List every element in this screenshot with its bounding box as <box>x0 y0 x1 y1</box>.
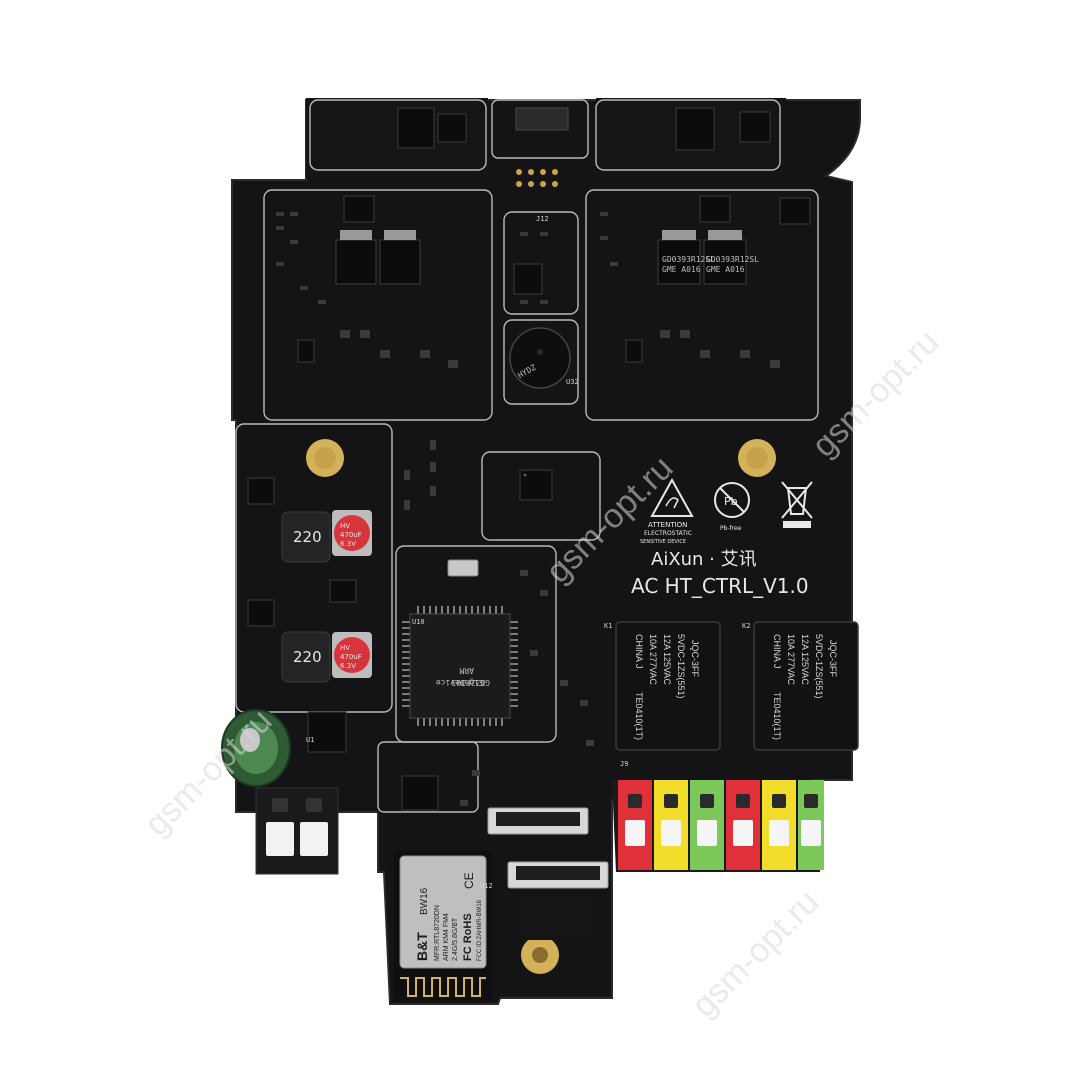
pin-header <box>516 169 558 187</box>
module-brand: B&T <box>414 932 430 961</box>
relay-rating: 12A 125VAC <box>800 634 810 685</box>
brand-line: AiXun · 艾讯 <box>651 549 757 570</box>
svg-text:U12: U12 <box>480 882 493 890</box>
watermark: gsm-opt.ru <box>685 883 827 1025</box>
mosfet-label: GD0393R12SL <box>662 255 715 264</box>
relay-1: JQC-3FF 5VDC-1ZS(551) 12A 125VAC 10A 277… <box>615 621 721 751</box>
power-terminal <box>255 787 339 875</box>
capacitor-1: HV 470uF 6.3V <box>332 510 372 556</box>
svg-text:U10: U10 <box>412 618 425 626</box>
svg-text:K2: K2 <box>742 622 750 630</box>
pb-caption: Pb-free <box>720 525 742 532</box>
esd-text: ELECTROSTATIC <box>644 530 692 537</box>
cap-text: 6.3V <box>340 662 356 670</box>
buzzer: HYDZ <box>509 327 571 389</box>
board-title: AiXun · 艾讯 AC HT_CTRL_V1.0 <box>631 549 809 598</box>
mounting-pads <box>306 439 776 974</box>
module-text: MFR:RTL8720DN <box>434 905 441 961</box>
mcu-text: GD32F303 <box>451 678 490 687</box>
model-line: AC HT_CTRL_V1.0 <box>631 574 809 598</box>
relay-model: 5VDC-1ZS(551) <box>676 634 686 699</box>
pb-free-symbol: Pb Pb-free <box>714 482 750 532</box>
module-text: ARM KM4 FM4 <box>443 913 450 961</box>
capacitor-2: HV 470uF 6.3V <box>332 632 372 678</box>
cap-text: HV <box>340 644 350 652</box>
mcu-chip: GigaDevice ARM GD32F303 <box>402 606 518 726</box>
mosfet-label: GD0393R12SL <box>706 255 759 264</box>
esd-text: SENSITIVE DEVICE <box>640 539 686 545</box>
crystal <box>447 559 479 577</box>
module-text: 2.4G/5.8G/BT <box>452 917 459 961</box>
relay-2: JQC-3FF 5VDC-1ZS(551) 12A 125VAC 10A 277… <box>753 621 859 751</box>
svg-text:J12: J12 <box>536 215 549 223</box>
esd-symbol: ATTENTION ELECTROSTATIC SENSITIVE DEVICE <box>640 477 694 545</box>
svg-text:K1: K1 <box>604 622 612 630</box>
smd-components <box>276 212 780 806</box>
terminal-block <box>612 780 824 872</box>
svg-text:J9: J9 <box>620 760 628 768</box>
inductor-1: 220 <box>281 511 331 563</box>
cap-text: HV <box>340 522 350 530</box>
module-fcc: FCC ID:2AHMR-BW16 <box>477 899 483 961</box>
cap-text: 6.3V <box>340 540 356 548</box>
inductor-label: 220 <box>293 648 322 666</box>
module-cert: FC RoHS <box>462 913 474 961</box>
svg-text:U1: U1 <box>306 736 314 744</box>
mosfet-label: GME A016 <box>706 265 745 274</box>
designators: J12 U32 U10 U12 J9 U1 K1 K2 <box>306 215 750 890</box>
relay-cert: TE0410(1T) <box>772 692 782 740</box>
mosfets: GD0393R12SL GME A016 GD0393R12SL GME A01… <box>335 195 811 295</box>
relay-origin: CHINA J <box>634 634 644 669</box>
mosfet-label: GME A016 <box>662 265 701 274</box>
svg-text:U32: U32 <box>566 378 579 386</box>
fpc-connectors <box>487 807 609 940</box>
inductor-label: 220 <box>293 528 322 546</box>
mcu-text: ARM <box>459 666 474 675</box>
module-ce: CE <box>462 872 476 889</box>
regulator-ics <box>247 477 439 811</box>
top-ics <box>397 107 771 151</box>
wifi-module: B&T BW16 MFR:RTL8720DN ARM KM4 FM4 2.4G/… <box>394 850 492 1000</box>
relay-cert: TE0410(1T) <box>634 692 644 740</box>
cap-text: 470uF <box>340 653 362 661</box>
cap-text: 470uF <box>340 531 362 539</box>
relay-rating: 10A 277VAC <box>786 634 796 685</box>
relay-model: 5VDC-1ZS(551) <box>814 634 824 699</box>
relay-rating: 12A 125VAC <box>662 634 672 685</box>
relay-brand: JQC-3FF <box>828 640 838 678</box>
relay-brand: JQC-3FF <box>690 640 700 678</box>
esd-text: ATTENTION <box>648 521 687 529</box>
electrolytic-capacitor <box>221 709 291 787</box>
mcu-text: GigaDevice <box>436 678 484 687</box>
inductor-2: 220 <box>281 631 331 683</box>
relay-origin: CHINA J <box>772 634 782 669</box>
opamp-ic <box>519 469 553 501</box>
module-model: BW16 <box>419 887 430 915</box>
weee-symbol <box>781 481 813 528</box>
pb-mark: Pb <box>724 495 738 508</box>
relay-rating: 10A 277VAC <box>648 634 658 685</box>
